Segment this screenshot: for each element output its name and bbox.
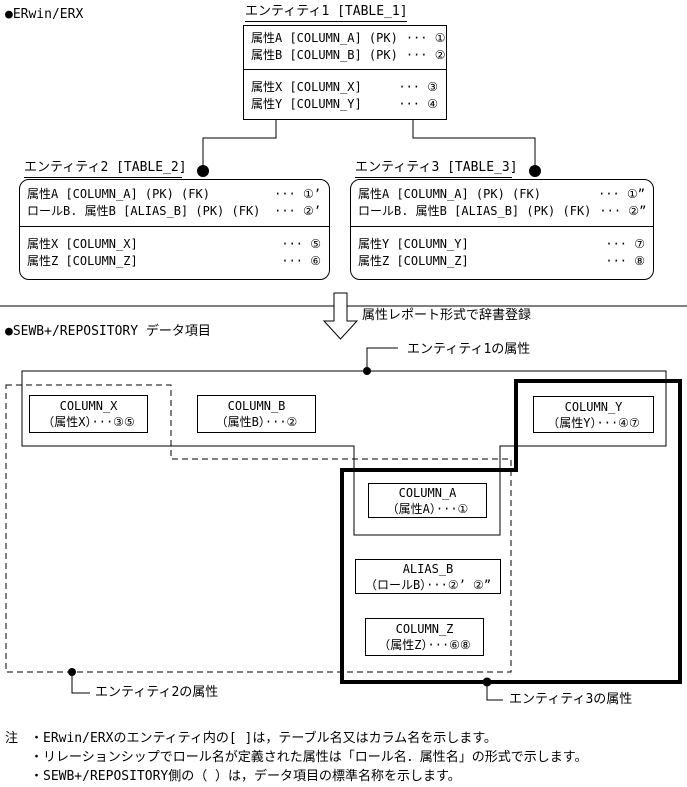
attribute-label: 属性Z [COLUMN_Z] — [358, 254, 469, 268]
callout-line-entity2 — [71, 672, 90, 694]
region-entity1-attributes — [21, 370, 667, 536]
entity3-box: 属性A [COLUMN_A] (PK) (FK) ··· ①” ロールB. 属性… — [350, 179, 654, 280]
note-prefix: 注 — [5, 731, 19, 746]
data-item-sub: （属性A）···① — [386, 501, 469, 516]
arrow-label: 属性レポート形式で辞書登録 — [362, 308, 532, 323]
entity3-data-section: 属性Y [COLUMN_Y] ··· ⑦ 属性Z [COLUMN_Z] ··· … — [351, 226, 653, 279]
connector-entity1-entity2 — [202, 119, 277, 171]
attribute-label: 属性Y [COLUMN_Y] — [251, 97, 362, 111]
entity1-data-section: 属性X [COLUMN_X] ··· ③ 属性Y [COLUMN_Y] ··· … — [244, 69, 446, 119]
data-item-alias-b: ALIAS_B （ロールB）···②’ ②” — [355, 559, 501, 594]
attribute-row: 属性X [COLUMN_X] ··· ⑤ — [27, 236, 321, 253]
note-line: ・リレーションシップでロール名が定義された属性は「ロール名．属性名」の形式で示し… — [30, 750, 588, 765]
attribute-ref: ··· ④ — [398, 97, 438, 111]
data-item-sub: （ロールB）···②’ ②” — [364, 577, 492, 592]
data-item-name: COLUMN_A — [398, 485, 457, 500]
data-item-sub: （属性B）···② — [215, 415, 298, 429]
data-item-sub: （属性Y）···④⑦ — [547, 415, 640, 430]
connector-entity1-entity3 — [412, 119, 536, 171]
data-item-sub: （属性X）···③⑤ — [42, 415, 135, 429]
attribute-row: 属性Y [COLUMN_Y] ··· ④ — [251, 96, 438, 113]
attribute-ref: ··· ②’ — [274, 204, 321, 218]
data-item-name: COLUMN_Z — [395, 622, 454, 636]
data-item-column-y: COLUMN_Y （属性Y）···④⑦ — [533, 396, 654, 433]
attribute-row: ロールB. 属性B [ALIAS_B] (PK) (FK) ··· ②” — [358, 203, 647, 220]
callout-label-entity2: エンティティ2の属性 — [95, 685, 219, 700]
connector-dot-entity2 — [197, 165, 209, 177]
attribute-ref: ··· ② — [405, 48, 446, 62]
note-line: ・SEWB+/REPOSITORY側の（ ）は，データ項目の標準名称を示します。 — [30, 769, 461, 784]
sewb-section-label: ●SEWB+/REPOSITORY データ項目 — [5, 324, 211, 339]
attribute-label: 属性A [COLUMN_A] (PK) (FK) — [27, 187, 210, 201]
attribute-ref: ··· ⑤ — [281, 237, 321, 251]
attribute-ref: ··· ②” — [599, 204, 647, 218]
data-item-name: COLUMN_X — [59, 399, 118, 413]
note-block: 注 ・ERwin/ERXのエンティティ内の[ ]は，テーブル名又はカラム名を示し… — [5, 729, 587, 786]
data-item-name: COLUMN_B — [227, 399, 286, 413]
attribute-label: 属性B [COLUMN_B] (PK) — [251, 48, 398, 62]
callout-line-entity1 — [366, 347, 398, 371]
attribute-label: 属性A [COLUMN_A] (PK) — [251, 31, 398, 45]
callout-dot-entity1 — [363, 367, 371, 375]
region-entity2-attributes — [5, 384, 512, 673]
attribute-row: 属性A [COLUMN_A] (PK) (FK) ··· ①” — [358, 186, 645, 203]
attribute-ref: ··· ①’ — [274, 187, 321, 201]
erwin-section-label: ●ERwin/ERX — [5, 7, 84, 22]
entity2-box: 属性A [COLUMN_A] (PK) (FK) ··· ①’ ロールB. 属性… — [19, 179, 330, 280]
entity1-key-section: 属性A [COLUMN_A] (PK) ··· ① 属性B [COLUMN_B]… — [244, 26, 446, 69]
note-line: ・ERwin/ERXのエンティティ内の[ ]は，テーブル名又はカラム名を示します… — [30, 731, 497, 746]
down-arrow-icon — [322, 292, 359, 340]
data-item-column-a: COLUMN_A （属性A）···① — [368, 483, 487, 518]
callout-dot-entity3 — [482, 677, 492, 687]
attribute-row: 属性X [COLUMN_X] ··· ③ — [251, 79, 438, 96]
attribute-label: 属性A [COLUMN_A] (PK) (FK) — [358, 187, 541, 201]
attribute-row: 属性A [COLUMN_A] (PK) ··· ① — [251, 30, 445, 47]
entity1-title: エンティティ1 [TABLE_1] — [245, 5, 408, 22]
attribute-ref: ··· ⑦ — [605, 237, 645, 251]
data-item-column-b: COLUMN_B （属性B）···② — [197, 395, 316, 433]
callout-dot-entity2 — [68, 668, 76, 676]
entity2-data-section: 属性X [COLUMN_X] ··· ⑤ 属性Z [COLUMN_Z] ··· … — [20, 226, 329, 279]
attribute-row: ロールB. 属性B [ALIAS_B] (PK) (FK) ··· ②’ — [27, 203, 321, 220]
attribute-row: 属性Z [COLUMN_Z] ··· ⑧ — [358, 253, 645, 270]
attribute-ref: ··· ①” — [598, 187, 645, 201]
data-item-name: ALIAS_B — [402, 561, 454, 576]
data-item-name: COLUMN_Y — [564, 399, 623, 414]
data-item-sub: （属性Z）···⑥⑧ — [378, 638, 471, 652]
entity3-title: エンティティ3 [TABLE_3] — [355, 161, 518, 178]
attribute-row: 属性B [COLUMN_B] (PK) ··· ② — [251, 47, 445, 64]
attribute-label: ロールB. 属性B [ALIAS_B] (PK) (FK) — [358, 204, 592, 218]
data-item-column-x: COLUMN_X （属性X）···③⑤ — [29, 395, 148, 433]
callout-label-entity1: エンティティ1の属性 — [407, 342, 531, 357]
attribute-row: 属性Z [COLUMN_Z] ··· ⑥ — [27, 253, 321, 270]
callout-line-entity3 — [486, 682, 503, 701]
attribute-label: 属性Y [COLUMN_Y] — [358, 237, 469, 251]
entity2-title: エンティティ2 [TABLE_2] — [24, 161, 187, 178]
attribute-ref: ··· ⑥ — [281, 254, 321, 268]
entity3-key-section: 属性A [COLUMN_A] (PK) (FK) ··· ①” ロールB. 属性… — [351, 180, 653, 226]
data-item-column-z: COLUMN_Z （属性Z）···⑥⑧ — [365, 618, 484, 656]
connector-dot-entity3 — [529, 165, 541, 177]
attribute-ref: ··· ① — [405, 31, 446, 45]
attribute-row: 属性A [COLUMN_A] (PK) (FK) ··· ①’ — [27, 186, 321, 203]
attribute-label: 属性X [COLUMN_X] — [251, 80, 362, 94]
entity2-key-section: 属性A [COLUMN_A] (PK) (FK) ··· ①’ ロールB. 属性… — [20, 180, 329, 226]
attribute-ref: ··· ③ — [398, 80, 438, 94]
attribute-row: 属性Y [COLUMN_Y] ··· ⑦ — [358, 236, 645, 253]
attribute-ref: ··· ⑧ — [605, 254, 645, 268]
attribute-label: ロールB. 属性B [ALIAS_B] (PK) (FK) — [27, 204, 261, 218]
region-entity3-attributes — [340, 379, 682, 684]
entity1-box: 属性A [COLUMN_A] (PK) ··· ① 属性B [COLUMN_B]… — [243, 25, 447, 120]
callout-label-entity3: エンティティ3の属性 — [509, 692, 633, 707]
attribute-label: 属性Z [COLUMN_Z] — [27, 254, 138, 268]
attribute-label: 属性X [COLUMN_X] — [27, 237, 138, 251]
